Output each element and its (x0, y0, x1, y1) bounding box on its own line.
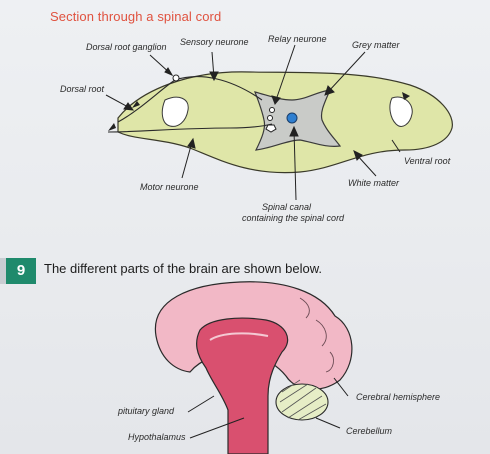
relay-cell-1 (269, 107, 275, 113)
section-title: Section through a spinal cord (50, 9, 222, 24)
question-text: The different parts of the brain are sho… (44, 261, 322, 276)
flow-arrowheads (108, 92, 410, 131)
brainstem (196, 317, 289, 454)
label-motor-neurone: Motor neurone (140, 182, 199, 192)
label-sensory-neurone: Sensory neurone (180, 37, 249, 47)
label-dorsal-root: Dorsal root (60, 84, 105, 94)
label-cerebral-hemisphere: Cerebral hemisphere (356, 392, 441, 402)
cerebellum (275, 383, 329, 421)
label-spinal-canal-2: containing the spinal cord (242, 213, 345, 223)
label-cerebellum: Cerebellum (346, 426, 393, 436)
label-ventral-root: Ventral root (404, 156, 451, 166)
label-dorsal-root-ganglion: Dorsal root ganglion (86, 42, 167, 52)
label-grey-matter: Grey matter (352, 40, 400, 50)
inner-highlight (209, 332, 269, 341)
cerebral-fold-lines (299, 297, 334, 373)
motor-cell (265, 124, 277, 133)
spinal-canal (286, 112, 298, 124)
question-number-badge: 9 (0, 258, 36, 284)
label-pituitary-gland: pituitary gland (118, 406, 175, 416)
relay-cell-2 (267, 115, 273, 121)
cerebellum-hatch (279, 379, 327, 421)
left-void (161, 96, 189, 127)
label-hypothalamus: Hypothalamus (128, 432, 186, 442)
label-white-matter: White matter (348, 178, 400, 188)
right-void (389, 96, 413, 127)
grey-matter-region (254, 89, 342, 151)
motor-neurone-path (107, 123, 273, 133)
label-relay-neurone: Relay neurone (268, 34, 327, 44)
ganglion-cell (172, 74, 180, 82)
pointer-arrows (105, 44, 401, 201)
label-spinal-canal-1: Spinal canal (262, 202, 312, 212)
brain-diagram (154, 281, 353, 454)
